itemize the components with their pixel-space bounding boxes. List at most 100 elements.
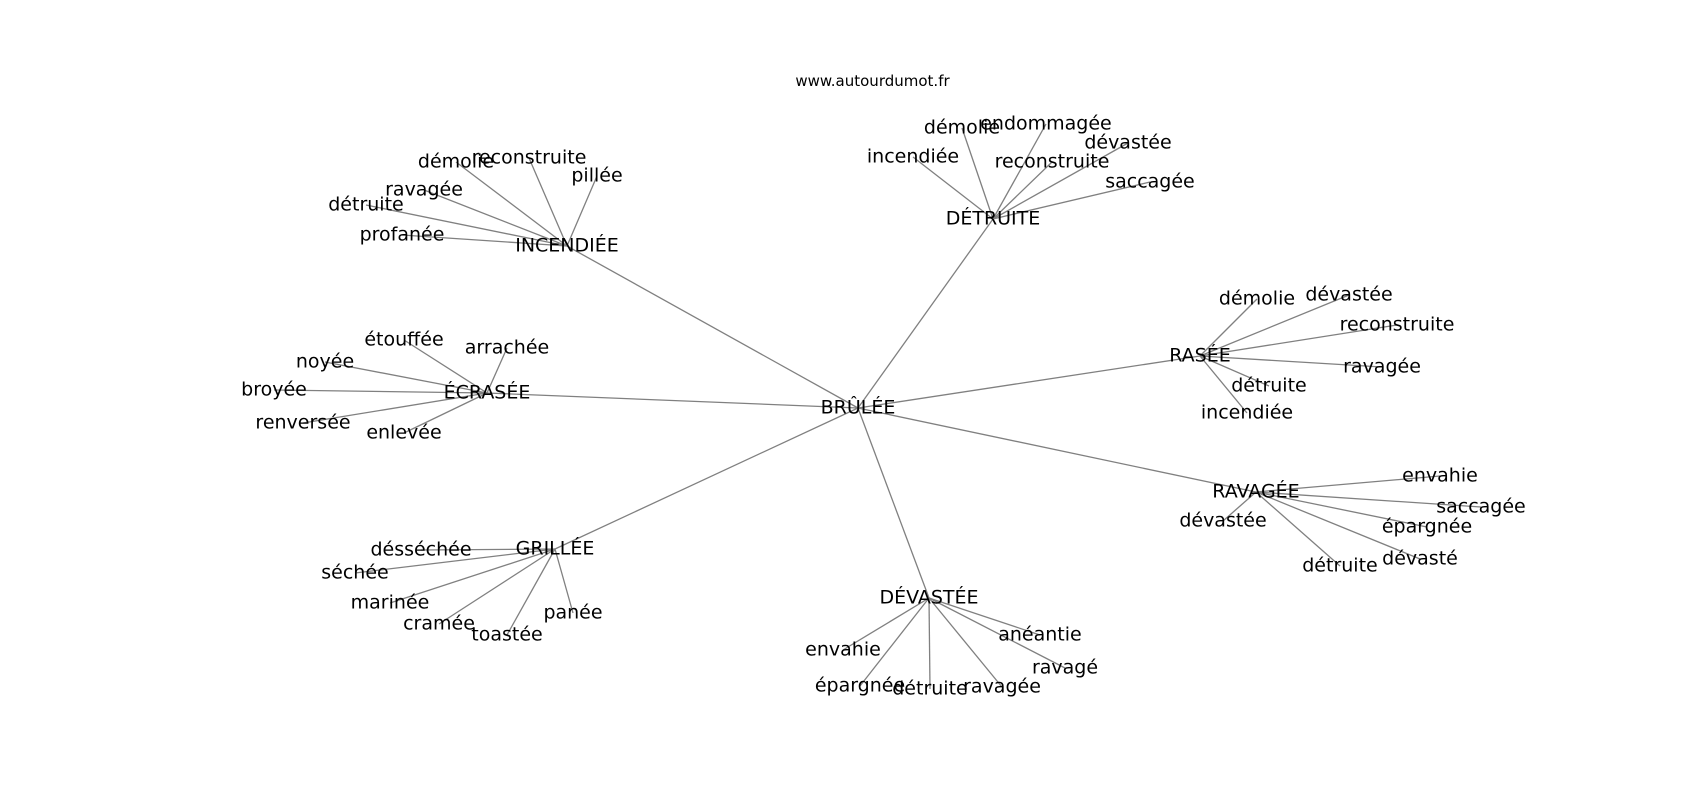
edge-cluster-4-word-0 (1255, 475, 1441, 493)
cluster-node[interactable]: ÉCRASÉE (444, 381, 531, 404)
cluster-node[interactable]: INCENDIÉE (515, 234, 619, 257)
edge-cluster-4-word-2 (1222, 491, 1257, 522)
edge-center-cluster-6 (857, 407, 930, 599)
word-node[interactable]: étouffée (364, 329, 443, 351)
word-node[interactable]: détruite (328, 194, 403, 216)
cluster-node[interactable]: DÉVASTÉE (879, 586, 978, 609)
word-node[interactable]: détruite (892, 678, 967, 700)
labels: BRÛLÉEDÉTRUITEdémolieendommagéedévastéei… (241, 113, 1526, 700)
edge-cluster-3-word-1 (486, 347, 508, 394)
word-node[interactable]: dévastée (1179, 510, 1266, 532)
cluster-node[interactable]: RASÉE (1169, 344, 1231, 367)
word-node[interactable]: détruite (1231, 375, 1306, 397)
edge-cluster-1-word-5 (401, 234, 568, 247)
edge-cluster-1-word-0 (455, 161, 568, 247)
edge-cluster-4-word-3 (1255, 491, 1428, 528)
edge-cluster-4-word-1 (1255, 491, 1482, 508)
edge-cluster-3-word-0 (403, 339, 488, 394)
edge-center-cluster-2 (857, 355, 1201, 409)
word-node[interactable]: démolie (924, 117, 1000, 139)
edge-cluster-0-word-0 (961, 127, 994, 220)
word-node[interactable]: cramée (403, 613, 475, 635)
word-node[interactable]: anéantie (998, 624, 1081, 646)
cluster-node[interactable]: DÉTRUITE (946, 207, 1041, 230)
edge-cluster-3-word-4 (302, 392, 488, 424)
word-node[interactable]: incendiée (867, 146, 959, 168)
edge-center-cluster-5 (554, 407, 859, 550)
edge-cluster-1-word-3 (423, 189, 568, 247)
edge-center-cluster-4 (857, 407, 1257, 493)
word-node[interactable]: séchée (321, 562, 388, 584)
word-node[interactable]: pillée (571, 165, 622, 187)
word-node[interactable]: ravagée (385, 179, 463, 201)
word-node[interactable]: détruite (1302, 555, 1377, 577)
edge-center-cluster-0 (857, 218, 994, 409)
edge-cluster-2-word-2 (1199, 324, 1398, 357)
word-node[interactable]: toastée (471, 624, 542, 646)
word-node[interactable]: incendiée (1201, 402, 1293, 424)
word-node[interactable]: reconstruite (472, 147, 587, 169)
edge-cluster-2-word-1 (1199, 294, 1350, 357)
word-node[interactable]: dévasté (1382, 548, 1458, 570)
edges (273, 123, 1482, 690)
word-node[interactable]: démolie (418, 151, 494, 173)
word-node[interactable]: broyée (241, 379, 307, 401)
edge-cluster-3-word-5 (403, 392, 488, 434)
word-node[interactable]: épargnée (1382, 516, 1472, 538)
edge-cluster-3-word-3 (273, 389, 488, 394)
word-node[interactable]: noyée (296, 351, 354, 373)
word-node[interactable]: désséchée (370, 539, 471, 561)
site-url: www.autourdumot.fr (795, 72, 950, 90)
center-node[interactable]: BRÛLÉE (821, 395, 896, 419)
cluster-node[interactable]: RAVAGÉE (1212, 480, 1299, 503)
word-node[interactable]: profanée (360, 224, 445, 246)
word-node[interactable]: renversée (255, 412, 350, 434)
word-node[interactable]: ravagé (1032, 657, 1098, 679)
word-node[interactable]: panée (543, 602, 602, 624)
word-node[interactable]: dévastée (1305, 284, 1392, 306)
word-node[interactable]: reconstruite (995, 151, 1110, 173)
edge-cluster-5-word-2 (389, 548, 556, 604)
word-node[interactable]: reconstruite (1340, 314, 1455, 336)
word-node[interactable]: ravagée (963, 676, 1041, 698)
edge-cluster-6-word-3 (859, 597, 930, 687)
edge-cluster-1-word-2 (566, 175, 598, 247)
edge-center-cluster-3 (486, 392, 859, 409)
edge-cluster-0-word-4 (992, 161, 1053, 220)
edge-cluster-4-word-5 (1255, 491, 1341, 567)
edge-cluster-2-word-5 (1199, 355, 1248, 414)
edge-cluster-0-word-3 (912, 156, 994, 220)
edge-cluster-3-word-2 (324, 361, 488, 394)
word-node[interactable]: ravagée (1343, 356, 1421, 378)
edge-cluster-0-word-1 (992, 123, 1047, 220)
edge-cluster-2-word-3 (1199, 355, 1383, 368)
word-node[interactable]: endommagée (980, 113, 1112, 135)
edge-cluster-6-word-0 (928, 597, 1041, 636)
word-node[interactable]: envahie (1402, 465, 1478, 487)
word-node[interactable]: dévastée (1084, 132, 1171, 154)
cluster-node[interactable]: GRILLÉE (516, 537, 595, 560)
edge-cluster-1-word-1 (528, 157, 568, 247)
edge-cluster-1-word-4 (365, 204, 568, 247)
word-node[interactable]: épargnée (815, 675, 905, 697)
word-node[interactable]: saccagée (1436, 496, 1526, 518)
edge-cluster-4-word-4 (1255, 491, 1421, 560)
edge-cluster-0-word-5 (992, 181, 1151, 220)
edge-center-cluster-1 (566, 245, 859, 409)
edge-cluster-6-word-4 (928, 597, 931, 690)
word-node[interactable]: enlevée (366, 422, 441, 444)
word-node[interactable]: démolie (1219, 288, 1295, 310)
edge-cluster-5-word-0 (420, 548, 556, 551)
word-node[interactable]: saccagée (1105, 171, 1195, 193)
word-node[interactable]: arrachée (465, 337, 549, 359)
edge-cluster-6-word-1 (842, 597, 930, 651)
word-node[interactable]: envahie (805, 639, 881, 661)
edge-cluster-2-word-4 (1199, 355, 1270, 387)
edge-cluster-0-word-2 (992, 142, 1129, 220)
edge-cluster-5-word-1 (354, 548, 556, 574)
edge-cluster-6-word-5 (928, 597, 1003, 688)
edge-cluster-2-word-0 (1199, 298, 1258, 357)
word-node[interactable]: marinée (351, 592, 430, 614)
edge-cluster-6-word-2 (928, 597, 1066, 669)
